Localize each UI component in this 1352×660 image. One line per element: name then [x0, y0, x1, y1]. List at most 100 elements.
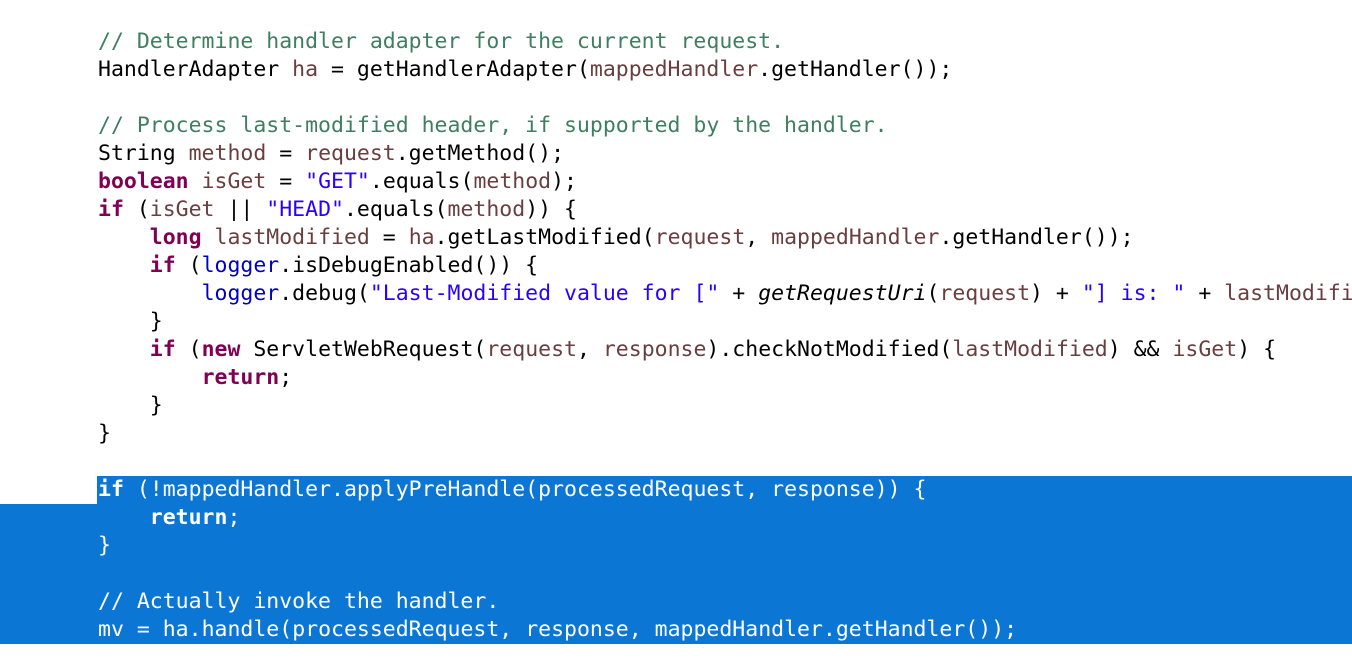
code-token: ) { — [1237, 337, 1277, 362]
indentation — [98, 393, 150, 418]
code-token: .getHandler()); — [939, 225, 1134, 250]
code-token: = — [266, 169, 306, 194]
code-token: (! — [123, 477, 163, 502]
code-token: + — [719, 281, 759, 306]
string-literal-token: "Last-Modified value for [" — [369, 281, 720, 306]
field-token: logger — [201, 281, 280, 306]
code-token: ( — [123, 197, 150, 222]
code-token: )) { — [525, 197, 577, 222]
code-token: .isDebugEnabled()) { — [279, 253, 539, 278]
variable-token: isGet — [201, 169, 267, 194]
keyword-token: if — [149, 253, 176, 278]
code-line[interactable]: String method = request.getMethod(); — [98, 140, 1352, 168]
code-token: .getHandler()); — [822, 617, 1018, 642]
field-token: logger — [201, 253, 280, 278]
variable-token: request — [305, 141, 396, 166]
code-token: = getHandlerAdapter( — [318, 57, 590, 82]
code-token: ServletWebRequest( — [240, 337, 487, 362]
code-token: .applyPreHandle( — [331, 477, 539, 502]
code-line[interactable]: HandlerAdapter ha = getHandlerAdapter(ma… — [98, 56, 1352, 84]
code-token: = — [266, 141, 306, 166]
variable-token: lastModified — [1224, 281, 1352, 306]
code-line[interactable]: // Actually invoke the handler. — [98, 588, 1352, 616]
code-token: ).checkNotModified( — [706, 337, 953, 362]
variable-token: ha — [162, 617, 189, 642]
indentation — [98, 309, 150, 334]
code-token: ) + — [1030, 281, 1082, 306]
code-line[interactable]: if (logger.isDebugEnabled()) { — [98, 252, 1352, 280]
variable-token: mappedHandler — [589, 57, 759, 82]
code-line[interactable]: long lastModified = ha.getLastModified(r… — [98, 224, 1352, 252]
code-line[interactable]: return; — [98, 364, 1352, 392]
indentation — [98, 365, 202, 390]
code-line[interactable]: logger.debug("Last-Modified value for ["… — [98, 280, 1352, 308]
string-literal-token: "] is: " — [1081, 281, 1186, 306]
comment-token: // Actually invoke the handler. — [98, 589, 500, 614]
code-line[interactable]: // Process last-modified header, if supp… — [98, 112, 1352, 140]
variable-token: request — [939, 281, 1031, 306]
indentation — [98, 337, 150, 362]
code-line[interactable]: if (isGet || "HEAD".equals(method)) { — [98, 196, 1352, 224]
variable-token: processedRequest — [538, 477, 746, 502]
code-line[interactable]: } — [98, 420, 1352, 448]
code-token: ( — [175, 337, 202, 362]
code-token: } — [149, 393, 163, 418]
code-line[interactable]: return; — [98, 504, 1352, 532]
code-line[interactable]: } — [98, 532, 1352, 560]
code-token: } — [149, 309, 163, 334]
comment-token: // Determine handler adapter for the cur… — [98, 29, 785, 54]
string-literal-token: "HEAD" — [266, 197, 344, 222]
code-token: , — [745, 225, 772, 250]
code-token: HandlerAdapter — [98, 57, 293, 82]
code-line[interactable]: boolean isGet = "GET".equals(method); — [98, 168, 1352, 196]
code-line[interactable] — [98, 84, 1352, 112]
code-token: , — [628, 617, 655, 642]
keyword-token: if — [98, 197, 124, 222]
variable-token: request — [654, 225, 746, 250]
code-token: , — [499, 617, 526, 642]
variable-token: mappedHandler — [654, 617, 823, 642]
code-line[interactable]: } — [98, 392, 1352, 420]
code-token: ) && — [1107, 337, 1173, 362]
variable-token: method — [447, 197, 526, 222]
code-token: ( — [926, 281, 940, 306]
code-line[interactable]: if (!mappedHandler.applyPreHandle(proces… — [98, 476, 1352, 504]
code-line[interactable] — [98, 560, 1352, 588]
code-token: } — [98, 533, 111, 558]
keyword-token: return — [149, 505, 228, 530]
code-line[interactable]: mv = ha.handle(processedRequest, respons… — [98, 616, 1352, 644]
variable-token: method — [473, 169, 552, 194]
variable-token: mv — [98, 617, 124, 642]
code-token: String — [98, 141, 189, 166]
code-token: .getMethod(); — [395, 141, 565, 166]
code-text-area[interactable]: // Determine handler adapter for the cur… — [98, 28, 1352, 648]
code-token: ( — [175, 253, 202, 278]
variable-token: ha — [408, 225, 435, 250]
keyword-token: new — [201, 337, 241, 362]
variable-token: ha — [292, 57, 319, 82]
code-line[interactable]: if (new ServletWebRequest(request, respo… — [98, 336, 1352, 364]
keyword-token: long — [149, 225, 202, 250]
indentation — [98, 225, 150, 250]
variable-token: isGet — [1172, 337, 1238, 362]
code-token: = — [369, 225, 409, 250]
code-line[interactable]: } — [98, 308, 1352, 336]
keyword-token: if — [98, 477, 124, 502]
indentation — [98, 281, 202, 306]
variable-token: mappedHandler — [162, 477, 332, 502]
variable-token: method — [188, 141, 267, 166]
code-token: ; — [227, 505, 241, 530]
code-token: .getLastModified( — [434, 225, 655, 250]
code-line[interactable]: // Determine handler adapter for the cur… — [98, 28, 1352, 56]
code-token: , — [576, 337, 603, 362]
keyword-token: return — [201, 365, 280, 390]
code-token: .debug( — [279, 281, 370, 306]
variable-token: mappedHandler — [771, 225, 940, 250]
code-token: ); — [551, 169, 577, 194]
string-literal-token: "GET" — [305, 169, 370, 194]
code-token: .equals( — [369, 169, 474, 194]
indentation — [98, 505, 150, 530]
code-line[interactable] — [98, 448, 1352, 476]
code-token: )) { — [874, 477, 927, 502]
